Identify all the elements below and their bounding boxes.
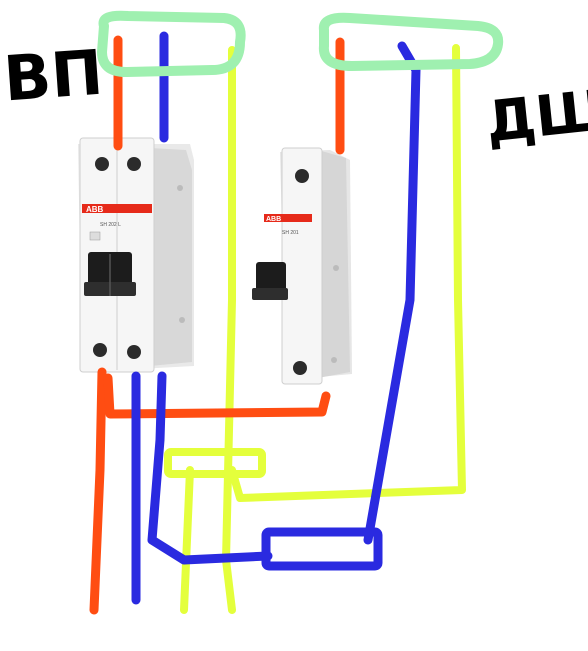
- wire-blue-loop: [147, 371, 273, 565]
- terminal-screw-icon: [293, 361, 307, 375]
- wire-blue-ds-in: [363, 41, 421, 545]
- group-ring-ds: [318, 12, 504, 71]
- wire-orange-vp-out: [89, 367, 107, 615]
- terminal-screw-icon: [295, 169, 309, 183]
- double-breaker-brand: ABB: [86, 205, 104, 214]
- wire-yellow-ds: [228, 44, 466, 502]
- terminal-screw-icon: [95, 157, 109, 171]
- wire-yellow-vp-up: [222, 46, 236, 614]
- double-breaker-model: SH 202 L: [100, 222, 121, 228]
- wire-orange-bridge: [103, 373, 331, 419]
- single-breaker-brand: ABB: [266, 216, 281, 223]
- single-breaker-model: SH 201: [282, 230, 299, 236]
- double-pole-breaker: ABB SH 202 L: [78, 137, 194, 373]
- wire-blue-splice: [261, 527, 383, 571]
- terminal-screw-icon: [127, 345, 141, 359]
- group-ring-vp: [97, 10, 246, 77]
- wire-yellow-splice: [164, 448, 266, 478]
- single-pole-breaker: ABB SH 201: [252, 147, 352, 385]
- terminal-screw-icon: [93, 343, 107, 357]
- wire-yellow-vp-down: [180, 466, 194, 614]
- wires: [89, 10, 504, 615]
- right-group-label: ДШ: [483, 78, 588, 155]
- left-group-label: ВП: [1, 36, 105, 116]
- terminal-screw-icon: [127, 157, 141, 171]
